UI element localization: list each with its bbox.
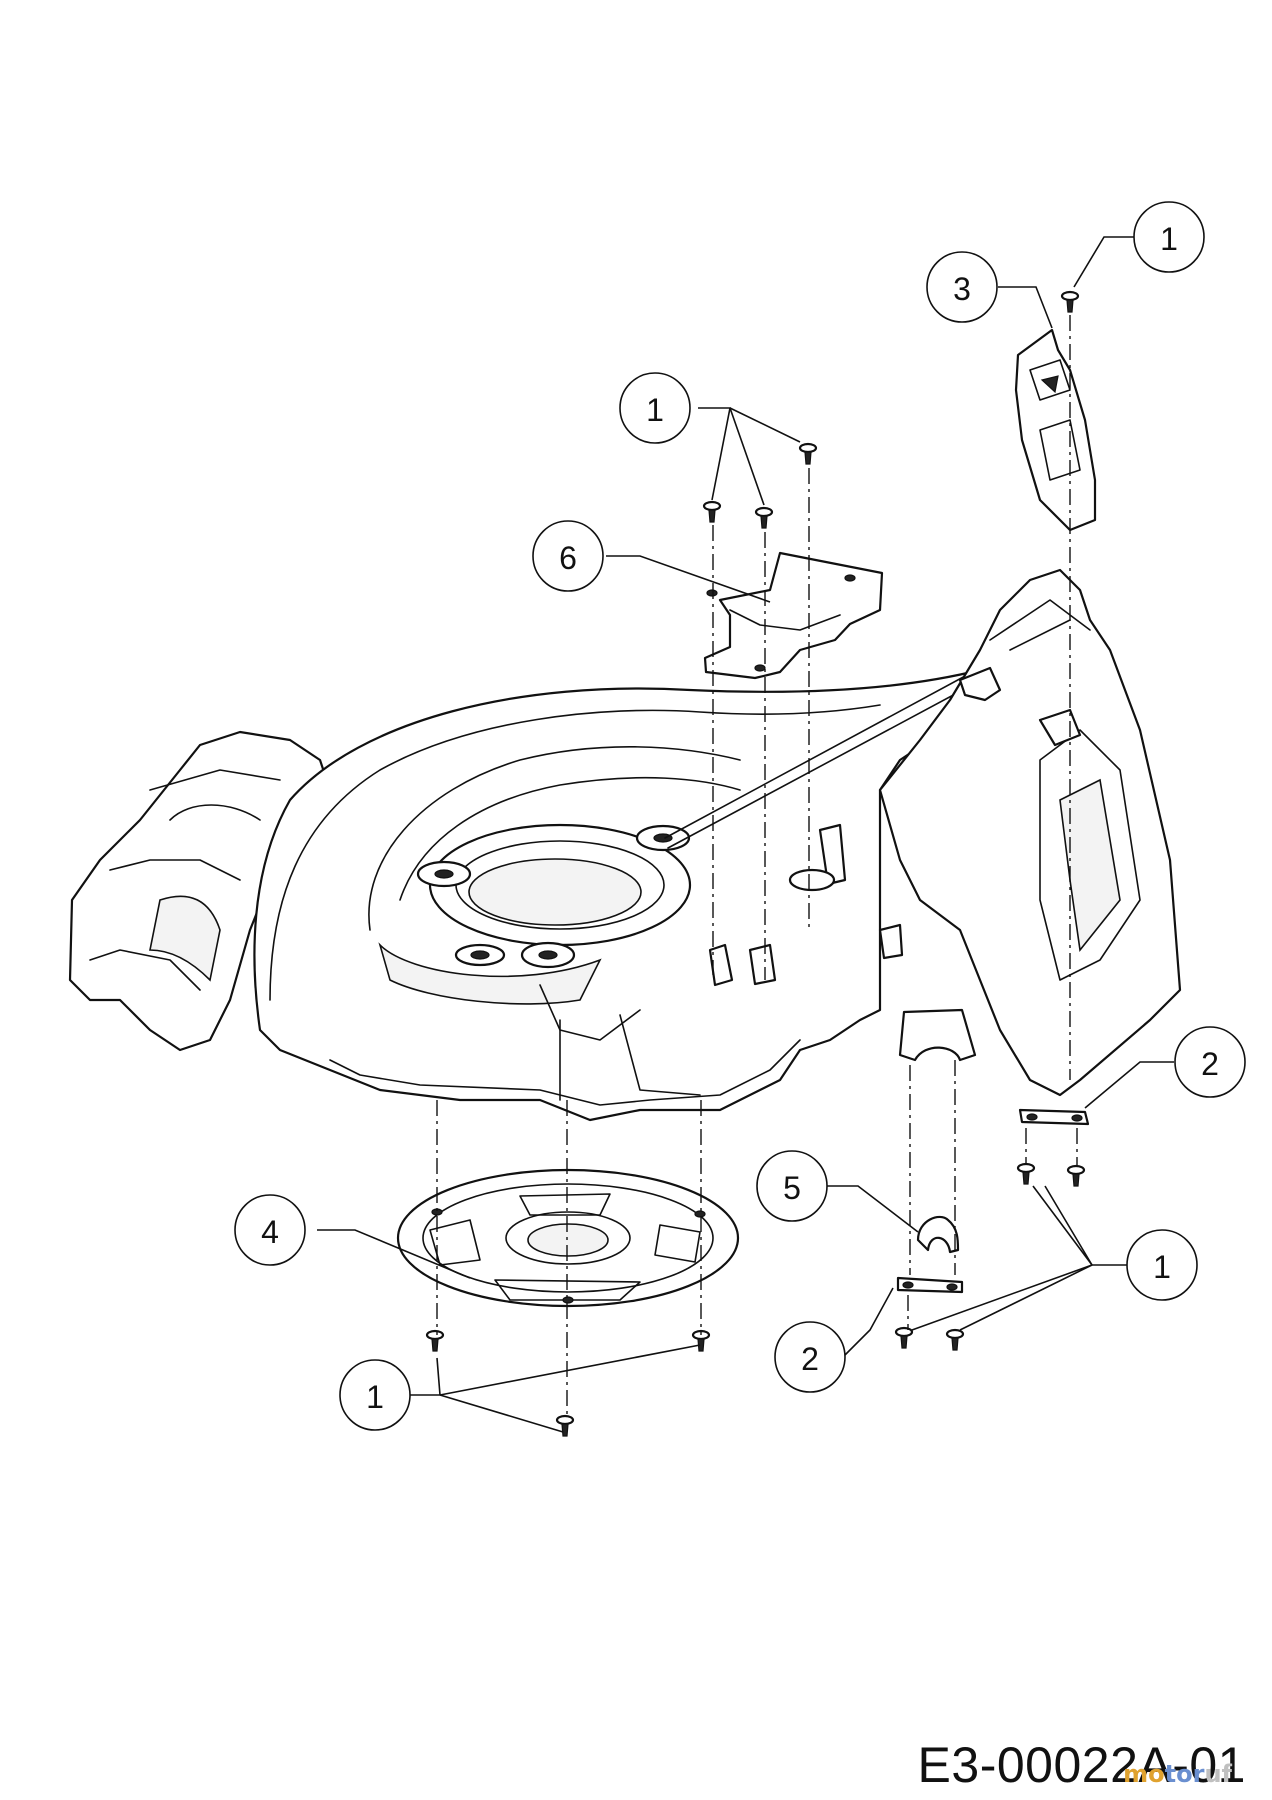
watermark-part1: mo: [1123, 1760, 1165, 1788]
part-1-screws: [425, 290, 1086, 1437]
callout-1a: 1: [1133, 201, 1205, 273]
mower-deck-housing: [68, 568, 1182, 1122]
callout-2b: 2: [774, 1321, 846, 1393]
part-5-cable-clip: [898, 1008, 977, 1254]
drawing-code: E3-00022A-01: [917, 1737, 1246, 1793]
callout-2a: 2: [1174, 1026, 1246, 1098]
callout-3-label: 3: [953, 271, 971, 307]
callout-1d-label: 1: [366, 1379, 384, 1415]
part-4-base-cover-plate: [396, 1168, 740, 1308]
callout-6: 6: [532, 520, 604, 592]
callout-5: 5: [756, 1150, 828, 1222]
watermark-logo: motoruf: [1123, 1760, 1232, 1788]
callout-4-label: 4: [261, 1214, 279, 1250]
callout-1b: 1: [619, 372, 691, 444]
leader-lines: [317, 236, 1174, 1433]
watermark-part2: tor: [1164, 1760, 1205, 1788]
watermark-part3: uf: [1204, 1760, 1232, 1788]
part-3-rear-flap-bracket: [1014, 328, 1097, 532]
part-2-plates: [896, 1108, 1090, 1294]
callout-1a-label: 1: [1160, 221, 1178, 257]
callout-3: 3: [926, 251, 998, 323]
assembly-center-lines: [436, 315, 1078, 1418]
callout-6-label: 6: [559, 540, 577, 576]
callout-5-label: 5: [783, 1170, 801, 1206]
part-6-handle-bracket: [703, 551, 884, 680]
callout-4: 4: [234, 1194, 306, 1266]
callout-1b-label: 1: [646, 392, 664, 428]
callout-2a-label: 2: [1201, 1046, 1219, 1082]
callout-2b-label: 2: [801, 1341, 819, 1377]
callout-1c-label: 1: [1153, 1249, 1171, 1285]
callout-1d: 1: [339, 1359, 411, 1431]
callout-1c: 1: [1126, 1229, 1198, 1301]
